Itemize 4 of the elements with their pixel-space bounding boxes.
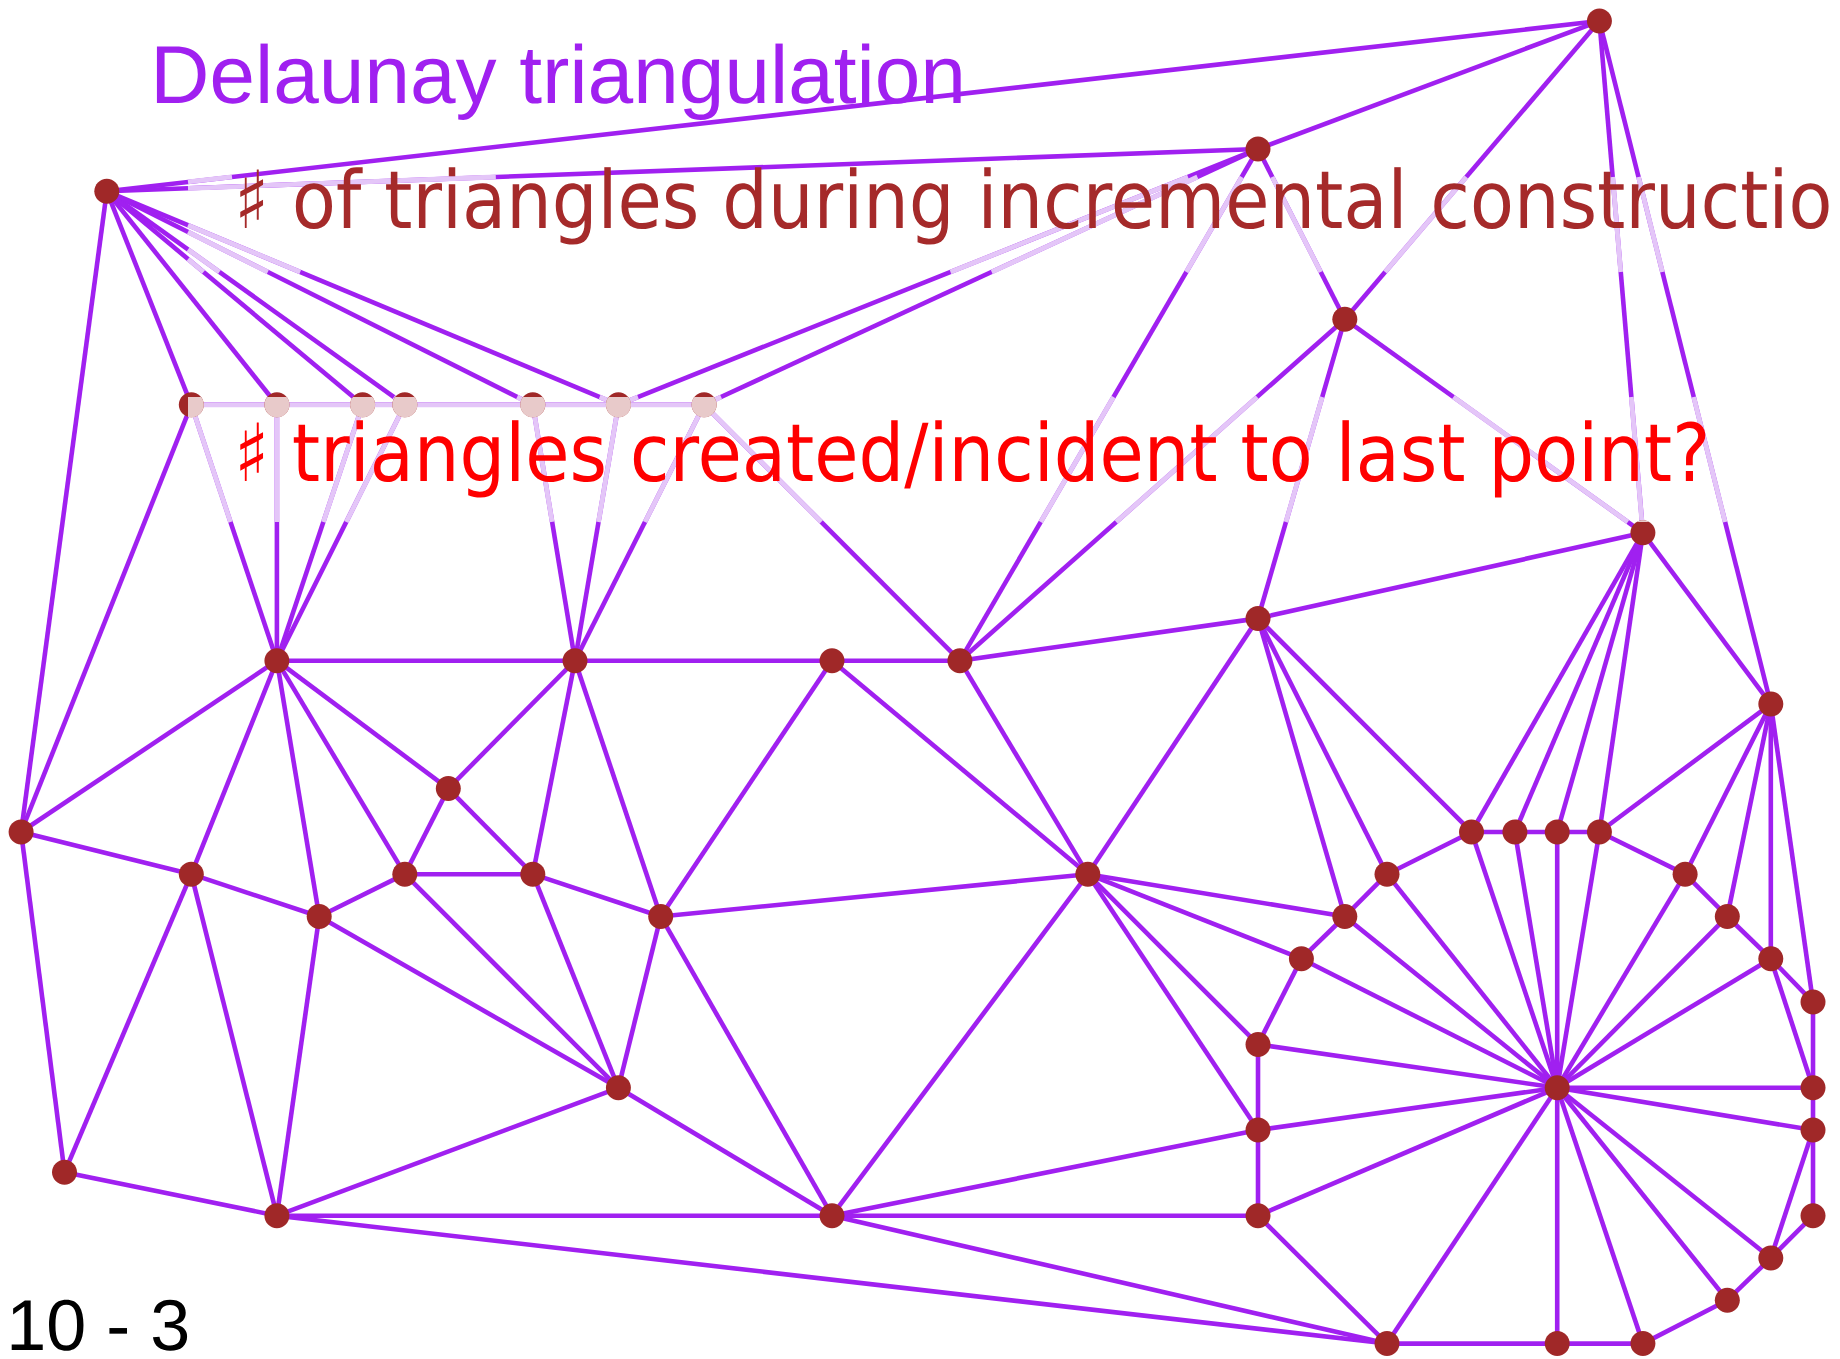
page-number: 10 - 3	[11, 1299, 188, 1351]
title: Delaunay triangulation	[156, 43, 961, 120]
subtitle: ♯ of triangles during incremental constructio	[240, 167, 1829, 245]
question-text: ♯ triangles created/incident to last point?	[240, 420, 1706, 498]
